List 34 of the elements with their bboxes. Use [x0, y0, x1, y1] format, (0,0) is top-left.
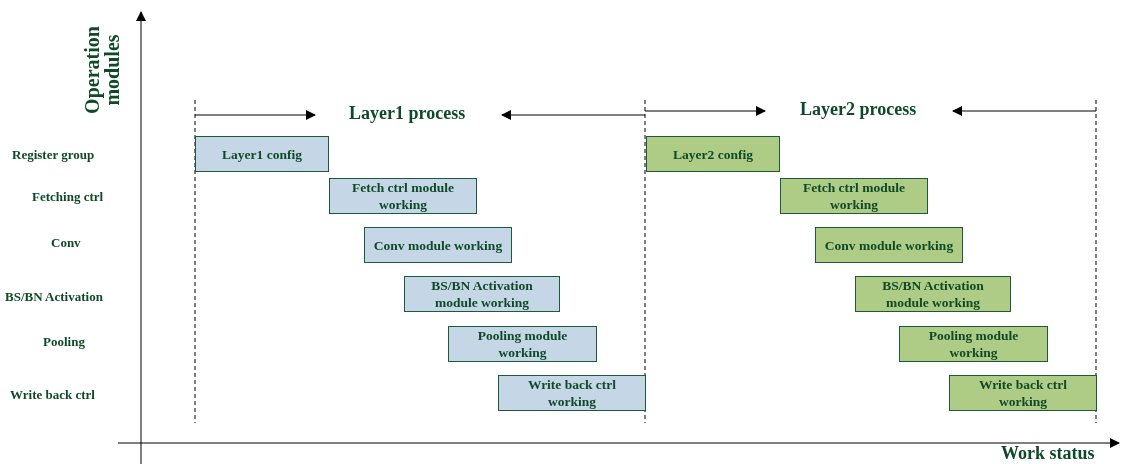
task-bar	[949, 375, 1097, 411]
task-text: Write back ctrl working	[526, 376, 618, 410]
row-label: Layer2 process	[800, 99, 917, 120]
task-text: Conv module working	[373, 236, 503, 254]
task-text: Layer1 config	[222, 145, 302, 163]
task-bar	[855, 276, 1011, 312]
row-label: Register group	[12, 147, 95, 163]
task-text: Layer2 config	[673, 145, 753, 163]
row-label: Pooling	[43, 334, 85, 350]
task-bar	[899, 326, 1048, 362]
task-bar	[364, 227, 512, 263]
task-text: Fetch ctrl module working	[802, 179, 906, 213]
axis-title: Operation modules	[82, 25, 122, 116]
task-bar	[815, 227, 963, 263]
task-text: Conv module working	[824, 236, 954, 254]
task-text: Fetch ctrl module working	[351, 179, 455, 213]
task-bar	[780, 178, 928, 214]
task-text: Pooling module working	[476, 327, 569, 361]
task-text: Write back ctrl working	[977, 376, 1069, 410]
row-label: Fetching ctrl	[32, 189, 104, 205]
task-bar	[195, 136, 329, 172]
row-label: Conv	[51, 235, 81, 251]
task-text: BS/BN Activation module working	[881, 277, 985, 311]
row-label: BS/BN Activation	[5, 289, 103, 305]
task-text: Pooling module working	[927, 327, 1020, 361]
task-bar	[498, 375, 646, 411]
row-label: Write back ctrl	[10, 387, 95, 403]
task-bar	[448, 326, 597, 362]
task-bar	[404, 276, 560, 312]
row-label: Layer1 process	[349, 103, 466, 124]
row-label: Work status	[1001, 443, 1095, 464]
task-text: BS/BN Activation module working	[430, 277, 534, 311]
task-bar	[329, 178, 477, 214]
task-bar	[646, 136, 780, 172]
